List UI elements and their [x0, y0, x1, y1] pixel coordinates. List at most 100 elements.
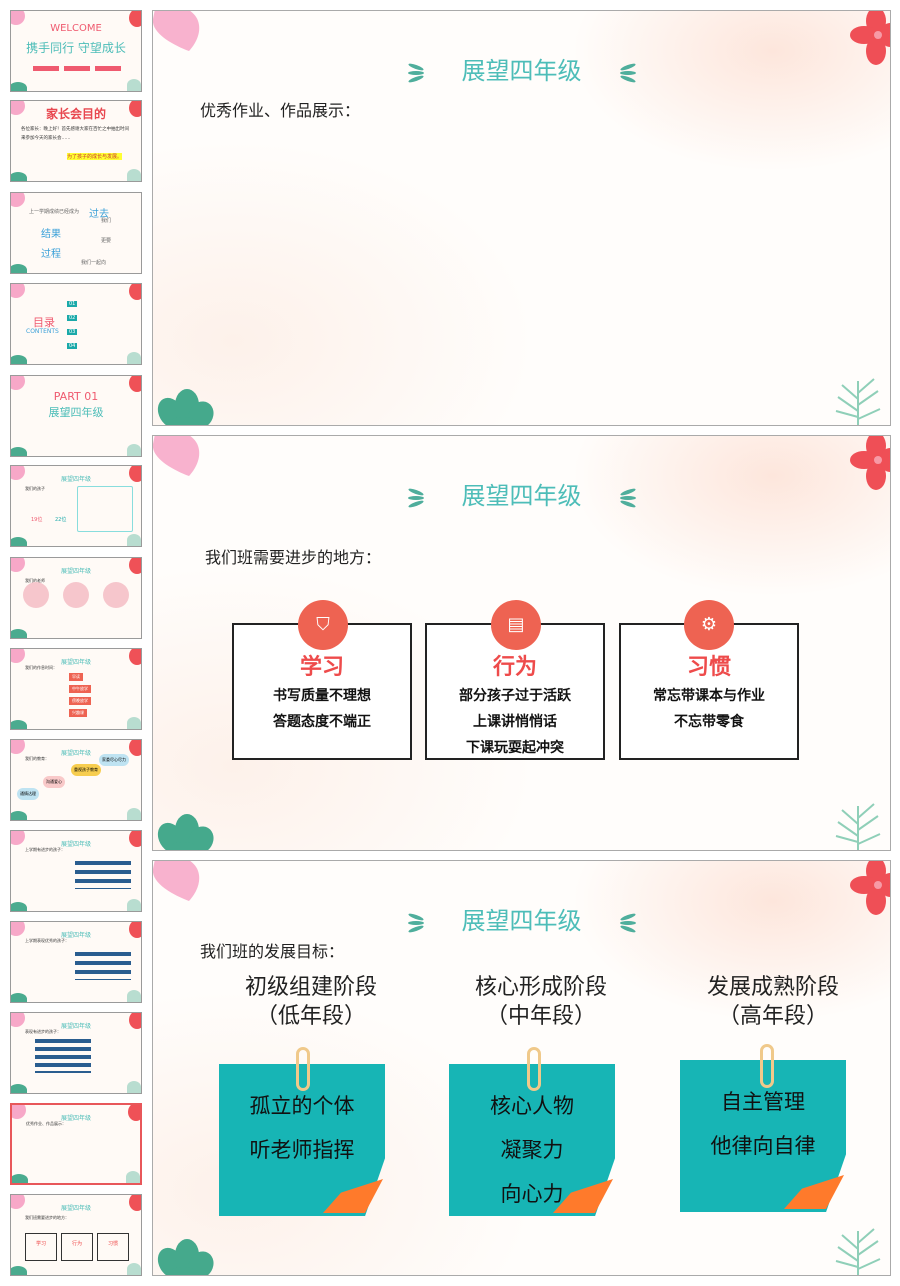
slide-thumbnail-12[interactable]: 展望四年级表现有进步的孩子： — [10, 1012, 142, 1094]
swoosh-left-icon — [407, 911, 424, 934]
note-line: 自主管理 — [721, 1090, 805, 1114]
card-line: 答题态度不端正 — [273, 714, 371, 730]
thumb-text: 上一学期成绩已经成为 — [29, 209, 80, 215]
note-text: 自主管理他律向自律 — [680, 1080, 846, 1168]
thumb-title: WELCOME — [50, 23, 102, 34]
slide-2[interactable]: 展望四年级 我们班需要进步的地方： 学习书写质量不理想答题态度不端正 行为部分孩… — [152, 435, 891, 851]
thumb-body: 各位家长：晚上好！首先感谢大家在百忙之中抽出时间来参加今天的家长会…… — [21, 127, 129, 141]
stage-heading: 发展成熟阶段 （高年段） — [673, 973, 873, 1031]
thumb-title: PART 01 — [53, 390, 99, 403]
paperclip-icon — [296, 1047, 310, 1091]
slide-thumbnail-11[interactable]: 展望四年级上学期表现优秀的孩子： — [10, 921, 142, 1003]
slide-thumbnail-10[interactable]: 展望四年级上学期有进步的孩子： — [10, 830, 142, 912]
pink-heart-decoration — [153, 11, 200, 51]
thumb-title: 展望四年级 — [60, 1115, 91, 1122]
thumb-subtitle: 上学期表现优秀的孩子： — [25, 938, 69, 943]
swoosh-left-icon — [407, 61, 424, 84]
thumb-text: 结果 — [41, 229, 61, 240]
green-leaf-decoration — [157, 1239, 214, 1275]
stage-name: 核心形成阶段 — [474, 975, 607, 1000]
thumb-subtitle: 携手同行 守望成长 — [26, 41, 126, 55]
note-line: 孤立的个体 — [249, 1094, 355, 1118]
thumb-title: 展望四年级 — [60, 476, 91, 483]
slide-thumbnail-6[interactable]: 展望四年级我们的孩子 19位 22位 — [10, 465, 142, 547]
fern-decoration — [835, 1228, 881, 1275]
thumb-subtitle: 我们班需要进步的地方： — [25, 1215, 69, 1220]
stage-heading: 初级组建阶段（低年段） — [211, 973, 411, 1031]
slide-thumbnail-2[interactable]: 家长会目的 各位家长：晚上好！首先感谢大家在百忙之中抽出时间来参加今天的家长会…… — [10, 100, 142, 182]
thumb-subtitle: 我们的作息时间： — [25, 665, 57, 670]
slide-title: 展望四年级 — [461, 907, 582, 935]
note-text: 核心人物凝聚力向心力 — [449, 1084, 615, 1216]
thumb-subtitle: 我们的教育： — [25, 756, 49, 761]
thumb-subtitle: 表现有进步的孩子： — [25, 1029, 61, 1034]
thumb-title: 展望四年级 — [60, 1023, 91, 1030]
red-flower-decoration — [850, 861, 890, 915]
slide-thumbnail-13[interactable]: 展望四年级优秀作业、作品展示： — [10, 1103, 142, 1185]
swoosh-right-icon — [619, 911, 636, 934]
slide-1[interactable]: 展望四年级 优秀作业、作品展示： — [152, 10, 891, 426]
thumb-item: 家委尽心尽力 — [99, 754, 129, 766]
green-leaf-decoration — [157, 814, 214, 850]
thumb-subtitle: 上学期有进步的孩子： — [25, 847, 65, 852]
slide-subtitle: 我们班的发展目标： — [200, 942, 345, 961]
card-heading: 习惯 — [686, 655, 731, 680]
slide-title-row: 展望四年级 — [153, 901, 890, 936]
fern-decoration — [835, 803, 881, 850]
note-line: 凝聚力 — [500, 1138, 564, 1162]
note-line: 核心人物 — [490, 1094, 574, 1118]
slide-title: 展望四年级 — [461, 57, 582, 85]
slide-thumbnail-5[interactable]: PART 01 展望四年级 — [10, 375, 142, 457]
stage-level: （中年段） — [485, 1004, 596, 1029]
thumb-subtitle: 我们的老师 — [25, 578, 45, 583]
notepad-icon: ▤ — [491, 600, 541, 650]
thumb-title: 目录 — [33, 316, 55, 329]
thumb-title: 展望四年级 — [60, 750, 91, 757]
slide-thumbnail-9[interactable]: 展望四年级我们的教育： 通情达理 沟通爱心 重视孩子教育 家委尽心尽力 — [10, 739, 142, 821]
swoosh-left-icon — [407, 486, 424, 509]
thumb-item: 03 — [67, 329, 78, 335]
thumb-title: 展望四年级 — [60, 932, 91, 939]
slide-thumbnail-4[interactable]: 目录 CONTENTS 01 02 03 04 — [10, 283, 142, 365]
shield-icon: ⛉ — [298, 600, 348, 650]
thumb-subtitle: 展望四年级 — [48, 406, 104, 419]
thumb-item: 沟通爱心 — [43, 776, 65, 788]
thumb-item: 重视孩子教育 — [71, 764, 101, 776]
thumb-title: 展望四年级 — [60, 841, 91, 848]
slide-thumbnail-1[interactable]: WELCOME 携手同行 守望成长 — [10, 10, 142, 92]
thumb-title: 展望四年级 — [60, 659, 91, 666]
thumb-title: 展望四年级 — [60, 568, 91, 575]
slide-title: 展望四年级 — [461, 482, 582, 510]
thumb-subtitle: 我们的孩子 — [25, 486, 45, 491]
stage-heading: 核心形成阶段 （中年段） — [441, 973, 641, 1031]
slide-3[interactable]: 展望四年级 我们班的发展目标： 初级组建阶段（低年段） 核心形成阶段（中年段） … — [152, 860, 891, 1276]
stage-level: （低年段） — [255, 1004, 366, 1029]
thumb-title: 过去 — [89, 209, 109, 220]
thumb-title: 展望四年级 — [60, 1205, 91, 1212]
card-line: 书写质量不理想 — [273, 688, 371, 704]
red-flower-decoration — [850, 11, 890, 65]
stage-level: （高年段） — [717, 1004, 828, 1029]
slide-title-row: 展望四年级 — [153, 476, 890, 511]
card-line: 下课玩耍起冲突 — [466, 740, 564, 756]
thumb-subtitle: 优秀作业、作品展示： — [26, 1121, 66, 1126]
card-heading: 行为 — [492, 655, 537, 680]
slide-thumbnail-8[interactable]: 展望四年级我们的作息时间： 早读 中午放学 傍晚放学 兴趣课 — [10, 648, 142, 730]
thumb-text: 我们一起向 — [81, 260, 107, 266]
stage-name: 发展成熟阶段 — [706, 975, 839, 1000]
thumb-item: 早读 — [69, 673, 83, 681]
slide-thumbnail-14[interactable]: 展望四年级我们班需要进步的地方： 学习 行为 习惯 — [10, 1194, 142, 1276]
thumb-subtitle: CONTENTS — [26, 328, 59, 335]
slide-subtitle: 优秀作业、作品展示： — [200, 101, 361, 120]
thumb-item: 通情达理 — [17, 788, 39, 800]
slide-thumbnail-3[interactable]: 上一学期成绩已经成为 过去 结果 过程 我们 更要 我们一起向 — [10, 192, 142, 274]
slide-thumbnail-7[interactable]: 展望四年级我们的老师 — [10, 557, 142, 639]
thumb-item: 01 — [67, 301, 78, 307]
thumb-item: 中午放学 — [69, 685, 91, 693]
thumb-highlight: 为了孩子的成长与发展。 — [67, 153, 123, 160]
card-line: 不忘带零食 — [674, 714, 744, 730]
card-line: 上课讲悄悄话 — [473, 714, 557, 730]
green-leaf-decoration — [157, 389, 214, 425]
swoosh-right-icon — [619, 61, 636, 84]
fern-decoration — [835, 378, 881, 425]
